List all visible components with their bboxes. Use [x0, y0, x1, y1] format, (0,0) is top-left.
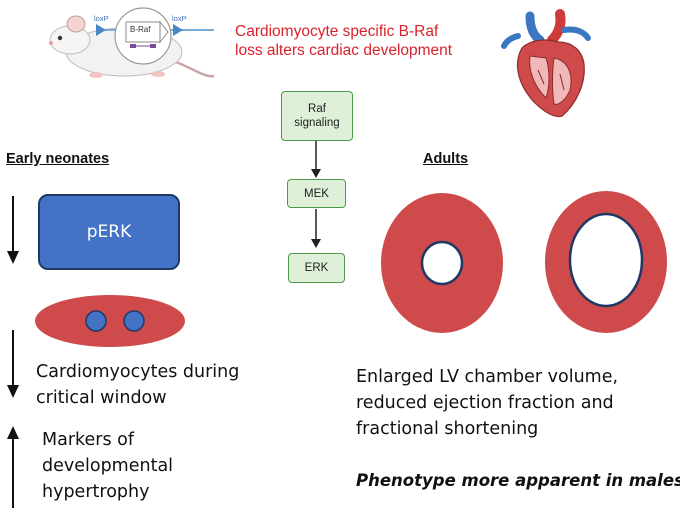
pathway-arrow-2: [310, 209, 322, 254]
down-arrow-cardiomyocytes: [5, 330, 21, 405]
adults-text: Enlarged LV chamber volume, reduced ejec…: [356, 364, 618, 442]
up-arrow-icon: [7, 426, 19, 508]
perk-box: pERK: [38, 194, 180, 270]
loxp-right-label: loxP: [172, 14, 187, 23]
pathway-node-erk: ERK: [288, 253, 345, 283]
title-line-1: Cardiomyocyte specific B-Raf: [235, 23, 439, 40]
down-arrow-icon: [7, 196, 19, 264]
markers-line-3: hypertrophy: [42, 482, 150, 502]
loxp-left-label: loxP: [94, 14, 109, 23]
title-line-2: loss alters cardiac development: [235, 42, 453, 59]
adults-heading: Adults: [423, 151, 469, 167]
cardiomyocyte-cell: [34, 294, 186, 353]
down-arrow-perk: [5, 196, 21, 271]
markers-line-1: Markers of: [42, 430, 135, 450]
pathway-arrow-1: [310, 141, 322, 184]
mouse-illustration: [46, 4, 216, 84]
early-neonates-heading: Early neonates: [6, 151, 110, 167]
heart-illustration: [500, 9, 596, 122]
markers-text: Markers of developmental hypertrophy: [42, 427, 173, 505]
adults-line-3: fractional shortening: [356, 419, 539, 439]
phenotype-text: Phenotype more apparent in males: [356, 471, 680, 490]
heart-icon: [501, 9, 591, 118]
down-arrow-icon: [311, 209, 321, 248]
down-arrow-icon: [7, 330, 19, 398]
adults-line-2: reduced ejection fraction and: [356, 393, 614, 413]
cardiomyocyte-icon: [35, 295, 185, 347]
down-arrow-icon: [311, 141, 321, 178]
ventricle-normal-icon: [381, 193, 503, 333]
adults-line-1: Enlarged LV chamber volume,: [356, 367, 619, 387]
markers-line-2: developmental: [42, 456, 174, 476]
pathway-node-mek: MEK: [287, 179, 346, 208]
ventricle-enlarged-icon: [545, 191, 667, 333]
cardiomyocytes-line-2: critical window: [36, 388, 167, 408]
mouse-icon: [49, 7, 215, 78]
gene-label: B-Raf: [130, 25, 151, 34]
up-arrow-markers: [5, 426, 21, 513]
cardiomyocytes-line-1: Cardiomyocytes during: [36, 362, 240, 382]
page-title: Cardiomyocyte specific B-Raf loss alters…: [235, 22, 505, 60]
heart-cross-section-normal: [380, 192, 504, 339]
pathway-node-raf: Raf signaling: [281, 91, 353, 141]
heart-cross-section-enlarged: [544, 190, 668, 339]
cardiomyocytes-text: Cardiomyocytes during critical window: [36, 359, 239, 411]
